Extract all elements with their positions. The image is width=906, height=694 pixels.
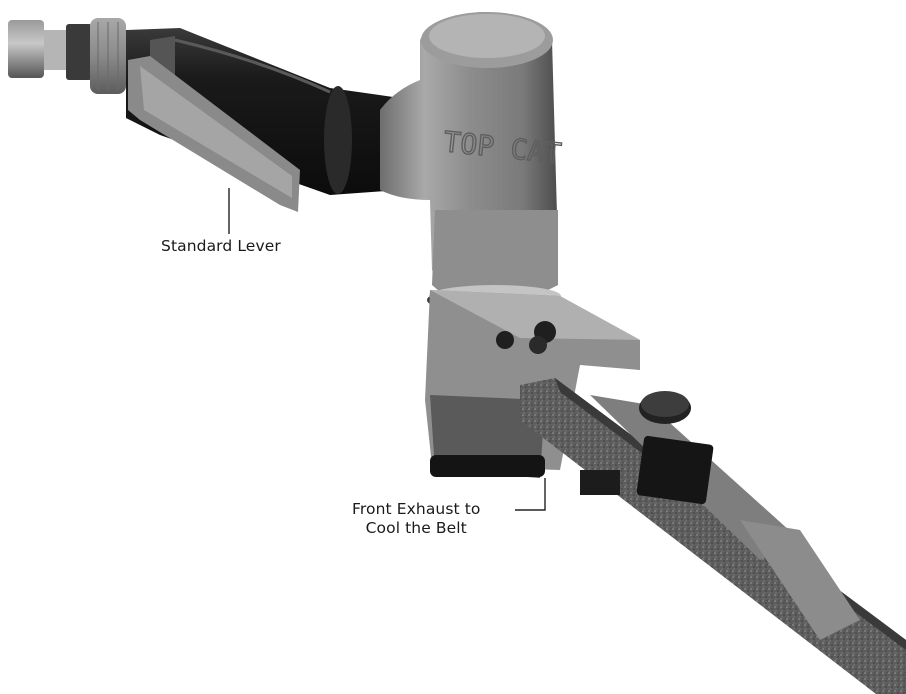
front-exhaust-label: Front Exhaust to Cool the Belt <box>352 500 480 538</box>
standard-lever-label: Standard Lever <box>161 237 281 255</box>
belt-arm-head <box>425 290 640 478</box>
callout-leader-lines <box>228 188 546 511</box>
air-inlet-fitting <box>8 18 126 94</box>
motor-grip <box>126 28 400 195</box>
sanding-belt-arm <box>520 378 906 694</box>
front-exhaust-label-line1: Front Exhaust to <box>352 500 481 518</box>
standard-lever <box>128 56 300 212</box>
main-housing: TOP CAT <box>380 12 564 305</box>
front-exhaust-label-line2: Cool the Belt <box>365 519 467 537</box>
